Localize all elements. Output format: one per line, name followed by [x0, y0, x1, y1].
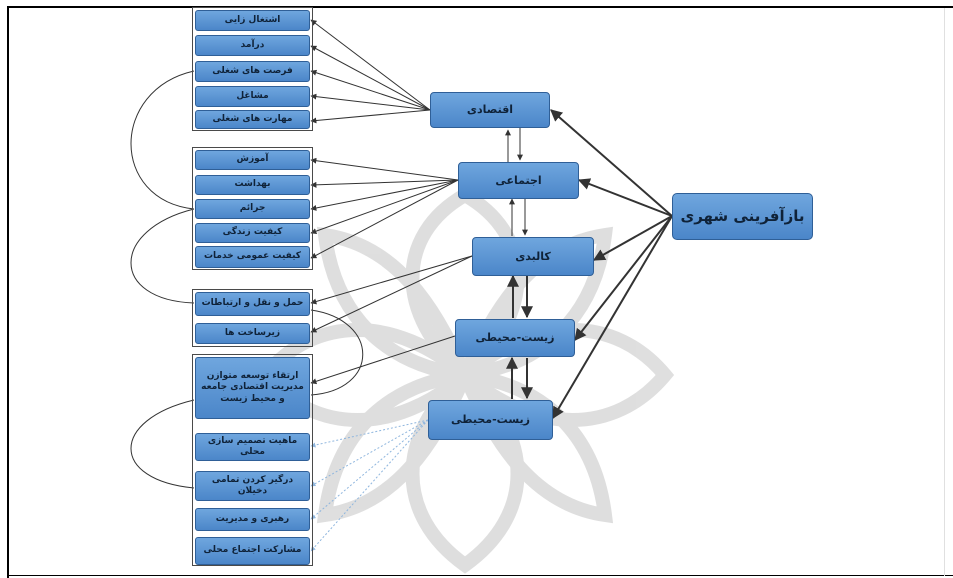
indicator-box: بهداشت — [195, 175, 310, 195]
curve-group-link — [130, 399, 195, 489]
indicator-box: اشتغال زایی — [195, 10, 310, 31]
indicator-box: مشاغل — [195, 86, 310, 107]
edge-c1-item — [310, 109, 431, 124]
curve-group-link — [310, 309, 364, 396]
indicator-group-environmental — [192, 354, 313, 566]
indicator-box: درآمد — [195, 35, 310, 56]
edge-root-c1 — [550, 109, 673, 217]
frame-border-right — [944, 8, 945, 576]
indicator-box: حمل و نقل و ارتباطات — [195, 292, 310, 316]
category-box: زیست-محیطی — [455, 319, 575, 357]
edge-root-c2 — [577, 178, 673, 217]
indicator-box: مهارت های شغلی — [195, 110, 310, 129]
indicator-box: فرصت های شغلی — [195, 61, 310, 82]
indicator-box: جرائم — [195, 199, 310, 219]
edge-c5-item — [310, 419, 429, 552]
indicator-box: آموزش — [195, 150, 310, 170]
indicator-box: مشارکت اجتماع محلی — [195, 537, 310, 565]
curve-group-link — [130, 208, 195, 304]
indicator-box: کیفیت عمومی خدمات — [195, 246, 310, 268]
category-box: کالبدی — [472, 237, 594, 276]
indicator-box: زیرساخت ها — [195, 323, 310, 344]
category-box: اقتصادی — [430, 92, 550, 128]
curve-group-link — [130, 70, 195, 210]
frame-border-top — [8, 6, 953, 8]
edge-c3-item — [310, 255, 473, 333]
edge-c2-item — [310, 157, 459, 181]
category-box: اجتماعی — [458, 162, 579, 199]
edge-c2-item — [310, 179, 459, 259]
edge-c2-item — [310, 179, 459, 234]
watermark-logo — [255, 186, 675, 574]
indicator-box: درگیر کردن تمامی دخیلان — [195, 471, 310, 501]
edge-root-c5 — [552, 215, 673, 420]
edge-c5-item — [310, 419, 429, 448]
indicator-group-physical — [192, 289, 313, 347]
indicator-box: کیفیت زندگی — [195, 223, 310, 243]
frame-border-left — [7, 6, 9, 578]
edge-c1-item — [310, 93, 431, 111]
edge-root-c4 — [574, 215, 673, 341]
root-box: بازآفرینی شهری — [672, 193, 813, 240]
edge-c3-item — [310, 255, 473, 305]
edge-c2-item — [310, 179, 459, 188]
edge-c1-item — [310, 69, 431, 111]
edge-c1-item — [310, 45, 431, 111]
edge-c5-item — [310, 419, 429, 520]
edge-c5-item — [310, 419, 429, 487]
edge-c1-item — [310, 19, 431, 111]
category-box: زیست-محیطی — [428, 400, 553, 440]
indicator-box: رهبری و مدیریت — [195, 508, 310, 531]
indicator-group-economic — [192, 7, 313, 131]
edge-root-c3 — [592, 215, 673, 261]
edge-c4-item — [310, 335, 456, 385]
edge-c2-item — [310, 179, 459, 211]
indicator-box: ماهیت تصمیم سازی محلی — [195, 433, 310, 461]
indicator-group-social — [192, 147, 313, 270]
indicator-box: ارتقاء توسعه متوازن مدیریت اقتصادی جامعه… — [195, 357, 310, 419]
frame-border-bottom — [8, 575, 953, 576]
